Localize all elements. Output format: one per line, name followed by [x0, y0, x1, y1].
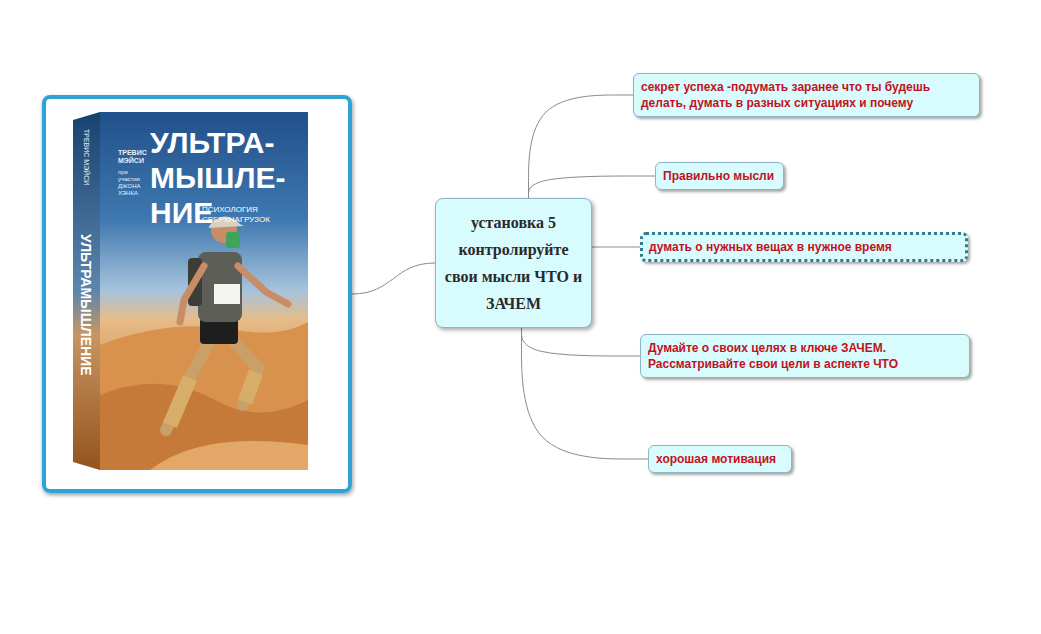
branch-connector: [592, 247, 640, 248]
branch-topic: Правильно мысли: [655, 162, 784, 190]
dune: [150, 441, 308, 470]
branch-topic: секрет успеха -подумать заранее что ты б…: [633, 73, 980, 117]
central-topic: установка 5 контролируйте свои мысли ЧТО…: [435, 198, 592, 328]
spine-author: ТРЕВИС МЭЙСИ: [82, 129, 90, 185]
branch-connector: [529, 176, 656, 198]
topic-text: установка 5 контролируйте свои мысли ЧТО…: [444, 209, 583, 317]
book-subtitle: ПСИХОЛОГИЯ СВЕРХНАГРУЗОК: [202, 205, 270, 225]
branch-topic: хорошая мотивация: [648, 445, 792, 473]
runner: [166, 216, 288, 430]
dune: [100, 384, 308, 470]
topic-text: думать о нужных вещах в нужное время: [649, 239, 959, 255]
branch-connector: [522, 328, 641, 356]
book-spine: [73, 112, 100, 470]
topic-text: Правильно мысли: [663, 168, 776, 184]
spine-title: УЛЬТРАМЫШЛЕНИЕ: [78, 234, 94, 376]
topic-text: Думайте о своих целях в ключе ЗАЧЕМ. Рас…: [648, 340, 962, 372]
branch-connector: [529, 95, 634, 198]
dune: [100, 322, 308, 470]
topic-text: хорошая мотивация: [656, 451, 784, 467]
coauthor-name: при участии ДЖОНА ХЭНКА: [118, 169, 140, 197]
topic-text: секрет успеха -подумать заранее что ты б…: [641, 79, 972, 111]
branch-connector: [352, 263, 435, 294]
book-title: УЛЬТРА- МЫШЛЕ- НИЕ: [150, 125, 286, 230]
branch-topic: думать о нужных вещах в нужное время: [640, 232, 968, 262]
branch-topic: Думайте о своих целях в ключе ЗАЧЕМ. Рас…: [640, 334, 970, 378]
author-name: ТРЕВИС МЭЙСИ: [118, 149, 147, 165]
book-cover-frame: ТРЕВИС МЭЙСИ при участии ДЖОНА ХЭНКА УЛЬТР…: [42, 95, 352, 493]
book-front: [100, 112, 308, 470]
frame-ground: [45, 98, 349, 490]
branch-connector: [522, 328, 649, 459]
